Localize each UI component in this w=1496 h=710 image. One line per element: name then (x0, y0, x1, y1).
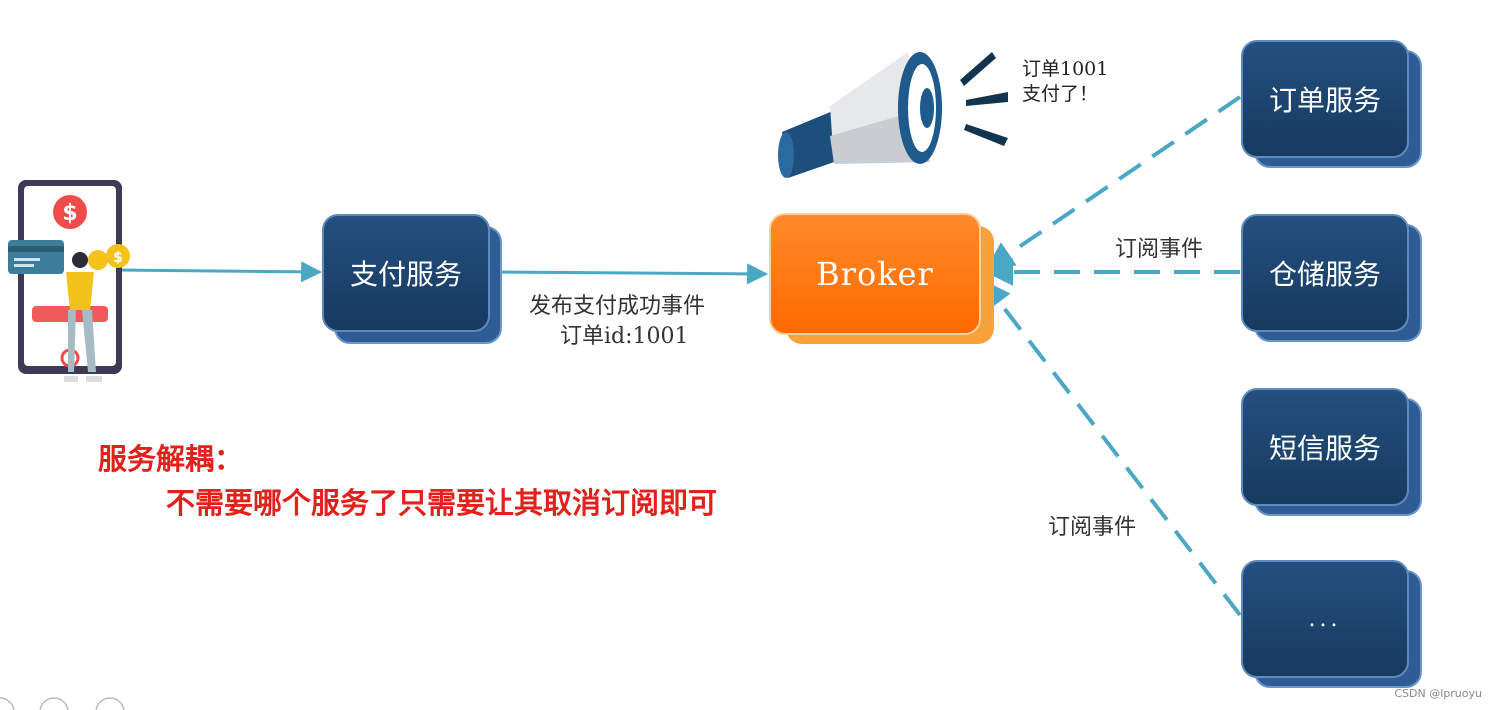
svg-text:$: $ (113, 250, 123, 266)
svg-text:$: $ (62, 201, 77, 226)
payment-service-label: 支付服务 (349, 258, 462, 291)
broker-box: Broker (769, 213, 981, 335)
broker-label: Broker (816, 255, 934, 293)
subscribe-label-bottom: 订阅事件 (1048, 515, 1137, 540)
phone-payment-illustration-icon: $ $ (8, 180, 130, 382)
order-service-label: 订单服务 (1268, 84, 1381, 117)
megaphone-icon (778, 52, 1008, 178)
announce-line-1: 订单1001 (1022, 58, 1109, 80)
announce-line-2: 支付了！ (1022, 83, 1099, 105)
storage-service-box: 仓储服务 (1241, 214, 1409, 332)
subscribe-label-top: 订阅事件 (1115, 237, 1204, 262)
dashed-order-to-broker (985, 95, 1242, 270)
more-service-label: ... (1308, 606, 1342, 632)
sms-service-box: 短信服务 (1241, 388, 1409, 506)
publish-label-line-2: 订单id:1001 (560, 324, 689, 349)
dashed-more-to-broker (982, 279, 1242, 617)
sms-service-label: 短信服务 (1268, 432, 1381, 465)
payment-service-box: 支付服务 (322, 214, 490, 332)
arrow-phone-to-payment (119, 261, 323, 283)
arrow-payment-to-broker (489, 263, 769, 285)
order-service-box: 订单服务 (1241, 40, 1409, 158)
storage-service-label: 仓储服务 (1268, 258, 1381, 291)
publish-label-line-1: 发布支付成功事件 (529, 294, 706, 319)
decoupling-note-body: 不需要哪个服务了只需要让其取消订阅即可 (166, 486, 718, 520)
more-service-box: ... (1241, 560, 1409, 678)
watermark: CSDN @lpruoyu (1394, 687, 1482, 700)
bottom-nav-circles-icon (0, 697, 125, 710)
decoupling-note-title: 服务解耦： (98, 442, 244, 476)
